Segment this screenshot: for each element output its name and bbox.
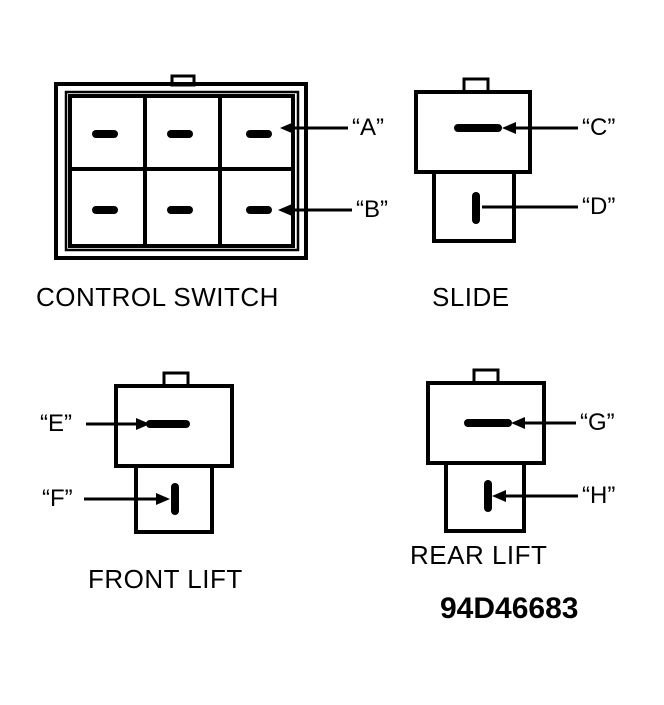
rear-lift-latch — [472, 368, 500, 385]
pointer-e-arrowhead — [136, 418, 150, 430]
control-switch-caption: CONTROL SWITCH — [36, 282, 279, 312]
slide-caption: SLIDE — [432, 282, 510, 312]
pointer-c-arrowhead — [502, 122, 516, 134]
pointer-label-g: “G” — [580, 409, 615, 436]
control-switch-terminals — [92, 130, 272, 214]
pointer-label-e: “E” — [40, 410, 72, 437]
pointer-h-arrowhead — [492, 490, 506, 502]
pointer-b-arrowhead — [278, 204, 292, 216]
slide-connector — [414, 77, 578, 243]
rear-lift-caption: REAR LIFT — [410, 540, 548, 570]
pointer-a-arrowhead — [280, 122, 294, 134]
front-lift-latch — [162, 371, 190, 388]
figure-code: 94D46683 — [440, 592, 579, 625]
front-lift-caption: FRONT LIFT — [88, 564, 243, 594]
pointer-label-b: “B” — [356, 196, 388, 223]
control-switch-inner-frame — [64, 90, 300, 252]
pointer-label-h: “H” — [582, 482, 616, 509]
pointer-label-d: “D” — [582, 193, 616, 220]
pointer-label-c: “C” — [582, 114, 616, 141]
control-switch-connector — [54, 74, 352, 260]
pointer-g-arrowhead — [511, 417, 525, 429]
pointer-label-f: “F” — [42, 485, 73, 512]
control-switch-cavity — [218, 167, 295, 248]
slide-latch — [462, 77, 490, 94]
pointer-f-arrowhead — [156, 493, 170, 505]
front-lift-connector — [84, 371, 234, 534]
pointer-label-a: “A” — [352, 114, 384, 141]
control-switch-latch — [170, 74, 196, 87]
rear-lift-connector — [426, 368, 578, 533]
